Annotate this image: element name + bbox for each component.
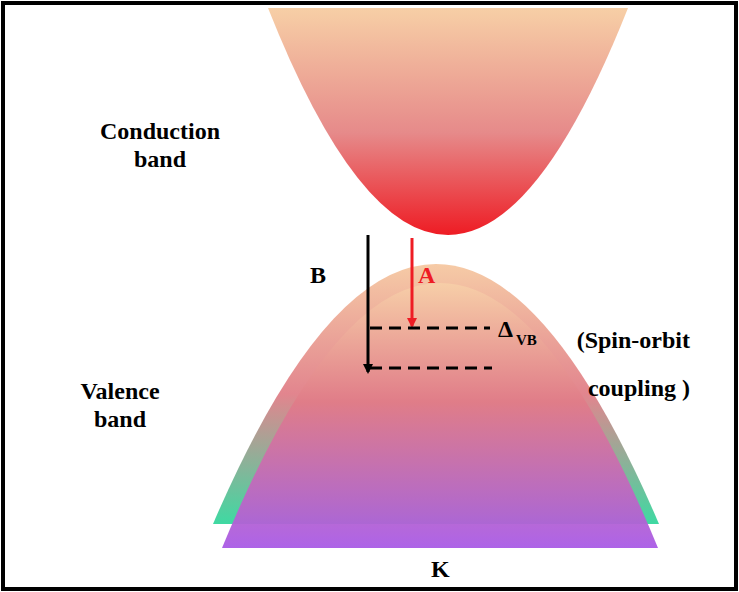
transition-arrow-a	[411, 238, 414, 326]
transition-label: A	[418, 262, 435, 290]
annotation: (Spin-orbit coupling )	[548, 316, 690, 412]
conduction-band-shape	[268, 8, 628, 235]
valence-band-lower-shape	[222, 283, 658, 548]
dashed-level	[370, 367, 492, 370]
band-name: Valence band	[55, 378, 185, 433]
transition-label: B	[310, 262, 326, 290]
band-name: Conduction band	[80, 118, 240, 173]
symbol: Δ	[498, 316, 513, 344]
transition-arrow-b	[367, 235, 370, 372]
dashed-level	[370, 327, 490, 330]
frame	[3, 3, 736, 589]
subscript: VB	[516, 332, 537, 349]
k-point-label: K	[431, 556, 450, 584]
